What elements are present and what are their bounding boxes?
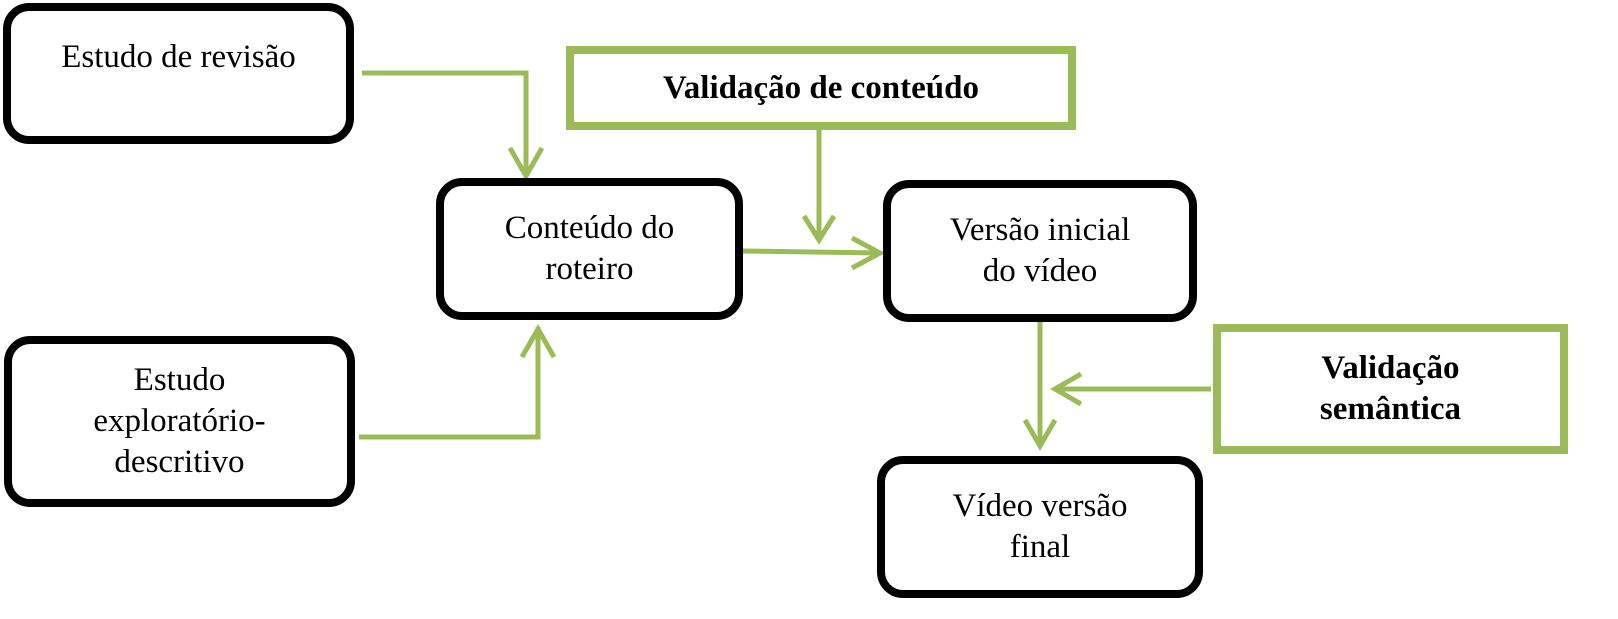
arrowhead-versao-inicial-final bbox=[1022, 418, 1058, 452]
node-estudo-de-revisao: Estudo de revisão bbox=[3, 3, 354, 144]
node-label: Estudo de revisão bbox=[61, 39, 296, 75]
node-label: Conteúdo do roteiro bbox=[504, 210, 675, 287]
node-validacao-de-conteudo: Validação de conteúdo bbox=[566, 46, 1076, 130]
arrowhead-roteiro-versao-inicial bbox=[850, 235, 886, 271]
arrowhead-exploratorio-roteiro bbox=[519, 323, 557, 359]
edge-exploratorio-roteiro bbox=[359, 327, 541, 440]
edge-roteiro-versao-inicial bbox=[741, 248, 881, 256]
node-label: Validação de conteúdo bbox=[663, 69, 979, 106]
node-label: Vídeo versão final bbox=[952, 488, 1128, 565]
node-validacao-semantica: Validação semântica bbox=[1213, 324, 1568, 454]
arrowhead-revisao-roteiro bbox=[507, 146, 545, 182]
node-estudo-exploratorio-descritivo: Estudo exploratório- descritivo bbox=[4, 336, 355, 507]
edge-revisao-roteiro bbox=[362, 70, 529, 176]
arrowhead-validacao-semantica bbox=[1049, 371, 1083, 407]
node-video-versao-final: Vídeo versão final bbox=[877, 456, 1203, 598]
node-label: Validação semântica bbox=[1319, 350, 1462, 427]
node-conteudo-do-roteiro: Conteúdo do roteiro bbox=[436, 178, 743, 320]
node-label: Versão inicial do vídeo bbox=[949, 212, 1131, 289]
arrowhead-validacao-conteudo bbox=[801, 214, 837, 245]
node-label: Estudo exploratório- descritivo bbox=[93, 362, 266, 480]
node-versao-inicial-do-video: Versão inicial do vídeo bbox=[883, 180, 1197, 322]
